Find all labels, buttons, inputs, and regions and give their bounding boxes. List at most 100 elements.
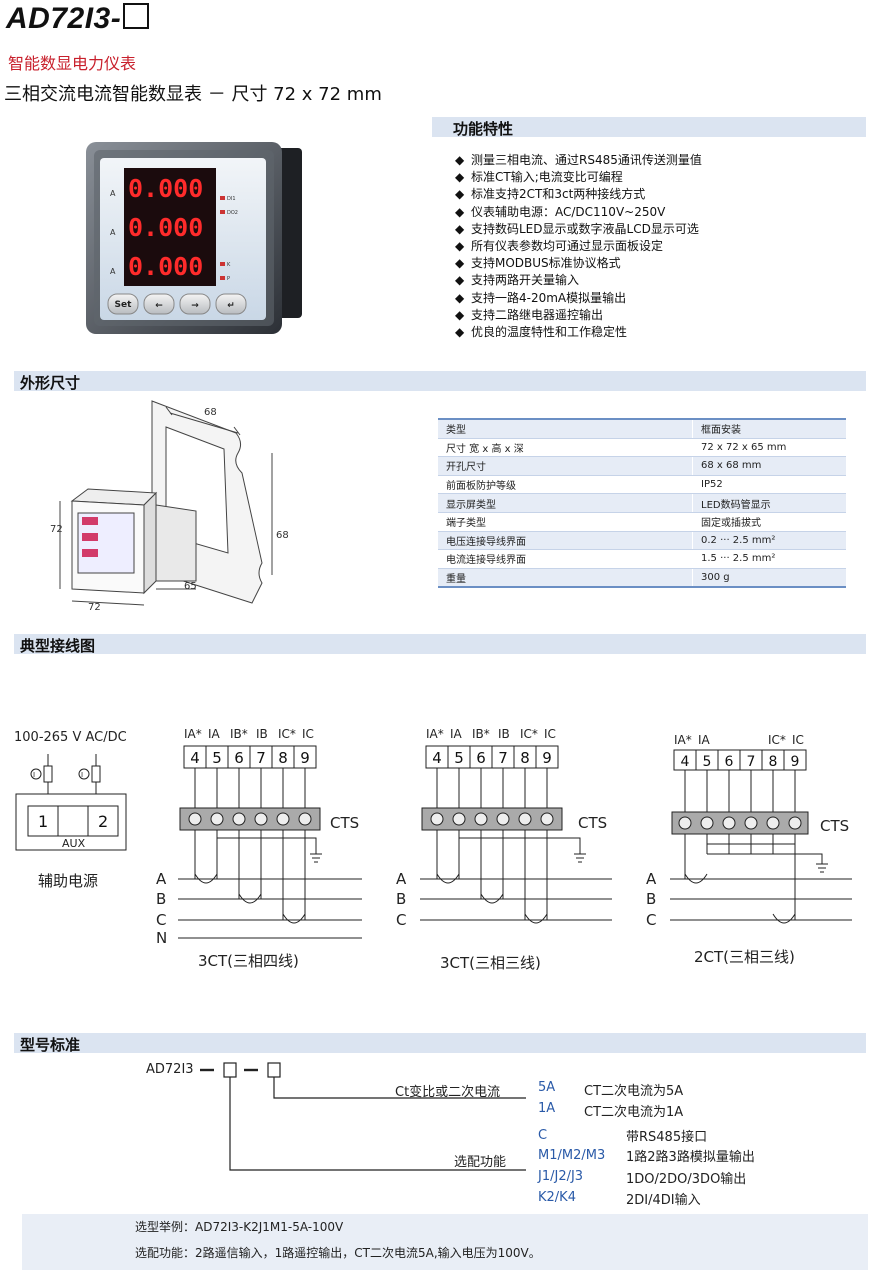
dimension-width-label: 68 xyxy=(204,407,217,418)
aux-terminal-label: 2 xyxy=(98,812,108,831)
option-code: J1/J2/J3 xyxy=(538,1169,584,1184)
meter-button-label: ↵ xyxy=(227,301,235,311)
meter-button-label: ← xyxy=(155,301,163,311)
product-headline: 三相交流电流智能数显表 － 尺寸 72 x 72 mm xyxy=(4,84,382,105)
terminal-header: IC* xyxy=(520,727,538,741)
terminal-header: IC xyxy=(544,727,556,741)
meter-button-label: Set xyxy=(115,300,133,310)
terminal-header: IB xyxy=(256,727,268,741)
line-label: A xyxy=(646,870,657,888)
terminal-header: IB* xyxy=(472,727,490,741)
meter-reading: 0.000 xyxy=(128,252,203,281)
spec-value: 0.2 ··· 2.5 mm² xyxy=(692,531,846,551)
terminal-header: IC xyxy=(792,733,804,747)
terminal-header: IC xyxy=(302,727,314,741)
aux-caption: 辅助电源 xyxy=(38,872,99,890)
terminal-number: 6 xyxy=(476,749,486,767)
meter-button-row: Set ← → ↵ xyxy=(107,293,247,315)
option-code: C xyxy=(538,1128,548,1143)
meter-reading: 0.000 xyxy=(128,213,203,242)
diagram-caption: 3CT(三相三线) xyxy=(440,954,541,972)
model-code-prefix: AD72I3 xyxy=(146,1062,194,1077)
feature-text: 标准支持2CT和3ct两种接线方式 xyxy=(471,187,646,202)
meter-left-button xyxy=(143,293,175,315)
option-desc: 带RS485接口 xyxy=(626,1130,708,1145)
wiring-section-bar xyxy=(14,634,866,654)
product-subtitle: 智能数显电力仪表 xyxy=(8,54,137,73)
meter-indicator-label: DI1 xyxy=(227,196,236,202)
terminal-header: IA* xyxy=(674,733,692,747)
features-heading: 功能特性 xyxy=(453,120,514,138)
terminal-number: 4 xyxy=(681,754,690,770)
spec-key: 端子类型 xyxy=(438,512,693,532)
cts-label: CTS xyxy=(820,817,849,835)
line-label: N xyxy=(156,929,167,947)
terminal-number: 8 xyxy=(769,754,778,770)
terminal-header: IC* xyxy=(768,733,786,747)
meter-indicator-label: DO2 xyxy=(227,210,238,216)
table-row: 端子类型固定或插拔式 xyxy=(438,512,846,532)
spec-key: 电流连接导线界面 xyxy=(438,549,693,569)
terminal-number: 7 xyxy=(498,749,508,767)
feature-text: 支持二路继电器遥控输出 xyxy=(471,307,604,322)
dimension-meter-height-label: 72 xyxy=(50,524,63,535)
terminal-header: IB* xyxy=(230,727,248,741)
terminal-number: 4 xyxy=(190,749,200,767)
meter-enter-button xyxy=(215,293,247,315)
meter-indicator-label: K xyxy=(227,262,231,268)
terminal-number: 9 xyxy=(542,749,552,767)
option-desc: CT二次电流为5A xyxy=(584,1084,684,1099)
option-group-label: Ct变比或二次电流 xyxy=(395,1085,501,1100)
dimension-drawing: 68 68 72 72 65 xyxy=(50,400,289,613)
line-label: A xyxy=(396,870,407,888)
list-item: ◆支持二路继电器遥控输出 xyxy=(455,307,604,322)
spec-value: LED数码管显示 xyxy=(692,493,846,513)
cts-label: CTS xyxy=(578,814,607,832)
terminal-number: 5 xyxy=(454,749,464,767)
terminal-number: 6 xyxy=(725,754,734,770)
terminal-header: IA* xyxy=(184,727,202,741)
features-section-bar xyxy=(432,117,866,137)
dimensions-section-bar xyxy=(14,371,866,391)
diagram-caption: 3CT(三相四线) xyxy=(198,952,299,970)
feature-text: 支持数码LED显示或数字液晶LCD显示可选 xyxy=(471,221,699,236)
aux-terminal-label: 1 xyxy=(38,812,48,831)
model-title: AD72I3- xyxy=(6,2,150,36)
terminal-header: IA xyxy=(450,727,463,741)
spec-key: 开孔尺寸 xyxy=(438,456,693,476)
terminal-header: IA xyxy=(698,733,711,747)
dimensions-heading: 外形尺寸 xyxy=(20,374,81,392)
terminal-header: IB xyxy=(498,727,510,741)
meter-set-button xyxy=(107,293,139,315)
feature-text: 支持MODBUS标准协议格式 xyxy=(471,256,621,271)
terminal-number: 4 xyxy=(432,749,442,767)
spec-key: 类型 xyxy=(438,419,693,439)
terminal-number: 5 xyxy=(703,754,712,770)
meter-unit-label: A xyxy=(110,267,116,276)
spec-key: 电压连接导线界面 xyxy=(438,531,693,551)
line-label: C xyxy=(646,911,656,929)
line-label: C xyxy=(396,911,406,929)
wiring-diagram-3ct-4wire: IA* IA IB* IB IC* IC 4 5 6 7 8 9 CTS A xyxy=(156,727,362,970)
option-desc: 2DI/4DI输入 xyxy=(626,1193,701,1208)
dimension-meter-width-label: 72 xyxy=(88,602,101,613)
spec-key: 显示屏类型 xyxy=(438,493,693,513)
list-item: ◆支持两路开关量输入 xyxy=(455,273,580,288)
option-code: 1A xyxy=(538,1101,556,1116)
model-standard-heading: 型号标准 xyxy=(20,1036,81,1054)
line-label: B xyxy=(646,890,656,908)
meter-indicator-label: P xyxy=(227,276,230,282)
spec-key: 前面板防护等级 xyxy=(438,475,693,495)
meter-unit-label: A xyxy=(110,189,116,198)
list-item: ◆支持一路4-20mA模拟量输出 xyxy=(455,290,627,305)
list-item: ◆优良的温度特性和工作稳定性 xyxy=(455,325,628,340)
model-suffix-box-icon xyxy=(123,3,150,29)
terminal-header: IA* xyxy=(426,727,444,741)
terminal-number: 9 xyxy=(300,749,310,767)
spec-value: 72 x 72 x 65 mm xyxy=(692,438,846,458)
